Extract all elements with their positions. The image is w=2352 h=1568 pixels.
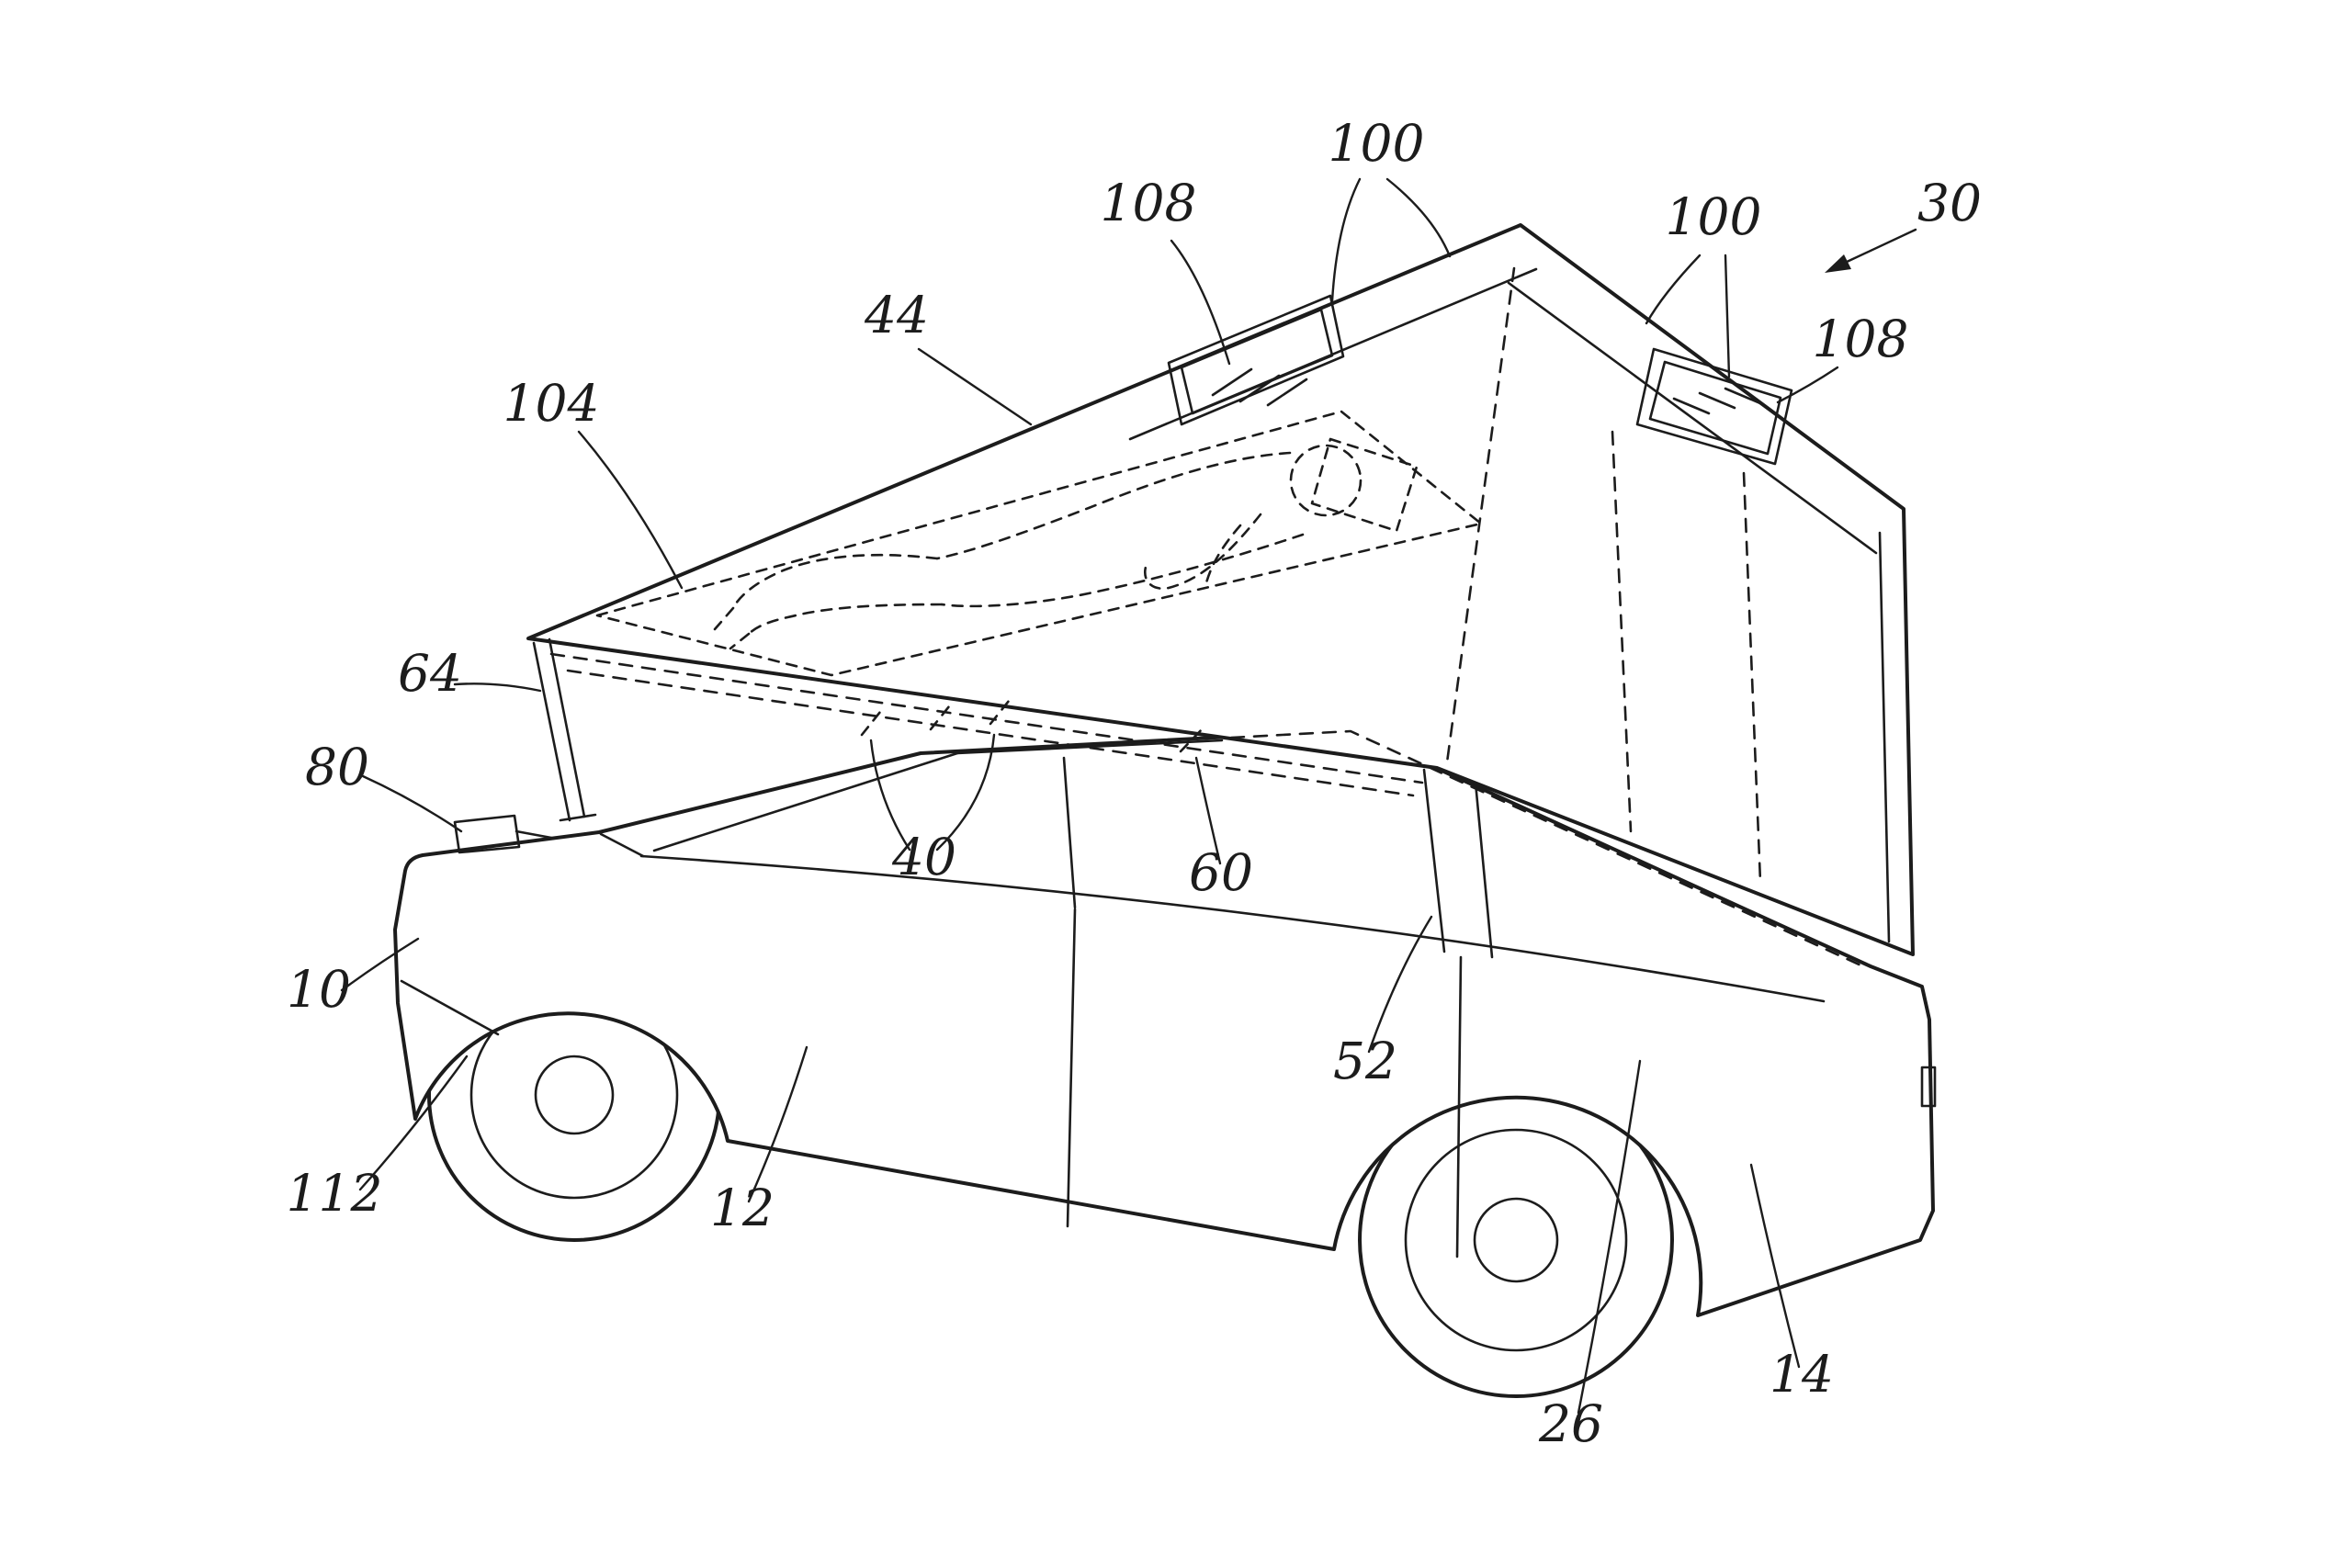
body-silhouette (393, 728, 1935, 1317)
leader-104 (577, 430, 684, 590)
tent-outline (526, 223, 1915, 956)
leader-12 (747, 1045, 808, 1203)
leader-80 (361, 774, 463, 833)
leader-108-left (1170, 239, 1231, 366)
ref-numeral-108-right: 108 (1813, 310, 1909, 368)
leader-14 (1749, 1163, 1801, 1369)
person-arm-second (1204, 524, 1242, 588)
ref-numeral-100-right: 100 (1666, 187, 1762, 246)
hidden-lines (549, 266, 1867, 969)
person-figure (713, 444, 1363, 650)
leader-44 (917, 347, 1033, 426)
rear-door-cut (1455, 955, 1463, 1258)
leader-64 (453, 682, 542, 693)
person-feet (713, 606, 751, 650)
a-pillar (652, 751, 959, 852)
leader-112 (358, 1055, 469, 1191)
leader-30-arrow (1843, 228, 1917, 265)
window-left-frame-inner (1180, 308, 1334, 415)
rooftop-tent (526, 223, 1915, 956)
leader-40 (869, 733, 996, 852)
b-pillar (1062, 756, 1077, 909)
ref-numeral-108-left: 108 (1101, 174, 1197, 232)
person-torso-upper (935, 451, 1292, 560)
ref-numeral-60: 60 (1189, 843, 1253, 902)
tent-window-right (1635, 347, 1793, 466)
leader-60 (1194, 756, 1222, 865)
ref-numeral-26: 26 (1538, 1394, 1603, 1453)
strut-front-a (532, 641, 571, 822)
ref-numeral-104: 104 (503, 374, 600, 433)
beltline (639, 854, 1826, 1003)
person-legs-lower (747, 603, 944, 636)
tent-floor-rail-inner (566, 669, 1415, 797)
ref-numeral-12: 12 (710, 1179, 775, 1237)
window-right-frame-inner (1648, 360, 1782, 456)
strut-foot (559, 813, 597, 822)
strut-front-b (548, 637, 586, 818)
leader-26 (1577, 1059, 1642, 1415)
ref-numeral-80: 80 (305, 738, 369, 796)
tent-front-struts (532, 637, 597, 822)
leader-52 (1367, 915, 1433, 1054)
person-torso-lower (940, 533, 1305, 608)
mattress (595, 410, 1483, 677)
window-right-glass-hatch (1672, 387, 1762, 415)
ref-numeral-44: 44 (864, 286, 929, 344)
front-hub (534, 1055, 615, 1135)
pillow (1310, 437, 1419, 533)
mattress-outline (595, 410, 1483, 677)
tent-rear-fold (1445, 266, 1516, 764)
arrowhead-30 (1825, 254, 1851, 273)
hidden-roofline (1229, 729, 1867, 969)
window-left-glass-hatch (1211, 367, 1308, 407)
rear-rim (1404, 1128, 1628, 1352)
tent-frame-strut-1 (1611, 430, 1633, 833)
leader-100-right (1645, 254, 1731, 378)
reference-numerals: 100 108 30 44 100 108 104 64 80 10 112 1… (287, 114, 1982, 1453)
roof-inner-line (956, 739, 1224, 755)
cowl-line (599, 832, 645, 858)
leader-108-right (1776, 366, 1839, 404)
tent-right-band-line (1507, 281, 1878, 555)
roof-mount-mark-60 (1179, 724, 1207, 753)
vehicle-body (393, 728, 1937, 1317)
leader-100-top (1330, 177, 1452, 303)
rear-hub (1473, 1197, 1559, 1283)
ref-numeral-100-top: 100 (1329, 114, 1425, 173)
ref-numeral-10: 10 (287, 960, 351, 1019)
roof-mount-marks-40 (860, 694, 1014, 737)
tent-window-left (1167, 294, 1345, 426)
tent-rear-edge-inner (1878, 531, 1891, 943)
c-pillar (1422, 768, 1446, 953)
ref-numeral-30: 30 (1917, 174, 1982, 232)
window-right-frame-outer (1635, 347, 1793, 466)
c-pillar-rear-edge (1474, 781, 1494, 959)
window-left-frame-outer (1167, 294, 1345, 426)
leader-lines (340, 177, 1917, 1415)
taillight (1920, 1066, 1937, 1108)
ref-numeral-112: 112 (287, 1164, 383, 1223)
ref-numeral-52: 52 (1333, 1032, 1397, 1090)
tent-floor-rail-outer (549, 652, 1424, 784)
leader-10 (340, 937, 420, 992)
side-mirror (453, 814, 553, 854)
person-legs-upper (731, 553, 939, 610)
tent-frame-strut-2 (1742, 471, 1762, 884)
ref-numeral-64: 64 (398, 644, 462, 703)
front-bumper-crease (400, 979, 500, 1036)
ref-numeral-14: 14 (1770, 1345, 1834, 1404)
person-arm-bent (1144, 513, 1262, 590)
ref-numeral-40: 40 (891, 828, 956, 886)
person-head (1289, 444, 1363, 517)
front-door-cut (1066, 908, 1077, 1228)
